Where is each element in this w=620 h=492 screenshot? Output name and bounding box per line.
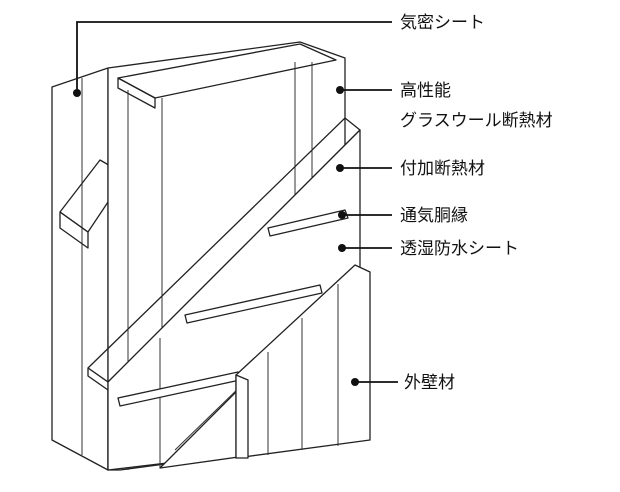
ventilation-battens [117,209,349,407]
label-glass-wool-insulation: グラスウール断熱材 [400,111,553,131]
label-airtight-sheet: 気密シート [400,13,485,33]
label-high-performance: 高性能 [400,81,451,101]
label-exterior-cladding: 外壁材 [404,373,455,393]
leader-breathable-membrane [338,244,392,252]
leader-exterior-cladding [351,378,398,386]
label-additional-insulation: 付加断熱材 [400,159,485,179]
airtight-sheet-panel [51,67,109,471]
label-ventilation-batten: 通気胴縁 [400,206,468,226]
leader-additional-insulation [336,164,392,172]
leader-ventilation-batten [338,211,392,219]
exterior-cladding [235,264,371,459]
leader-glass-wool [336,86,392,94]
label-breathable-membrane: 透湿防水シート [400,239,519,259]
leader-airtight-sheet [73,21,392,97]
top-glass-wool [117,43,337,109]
